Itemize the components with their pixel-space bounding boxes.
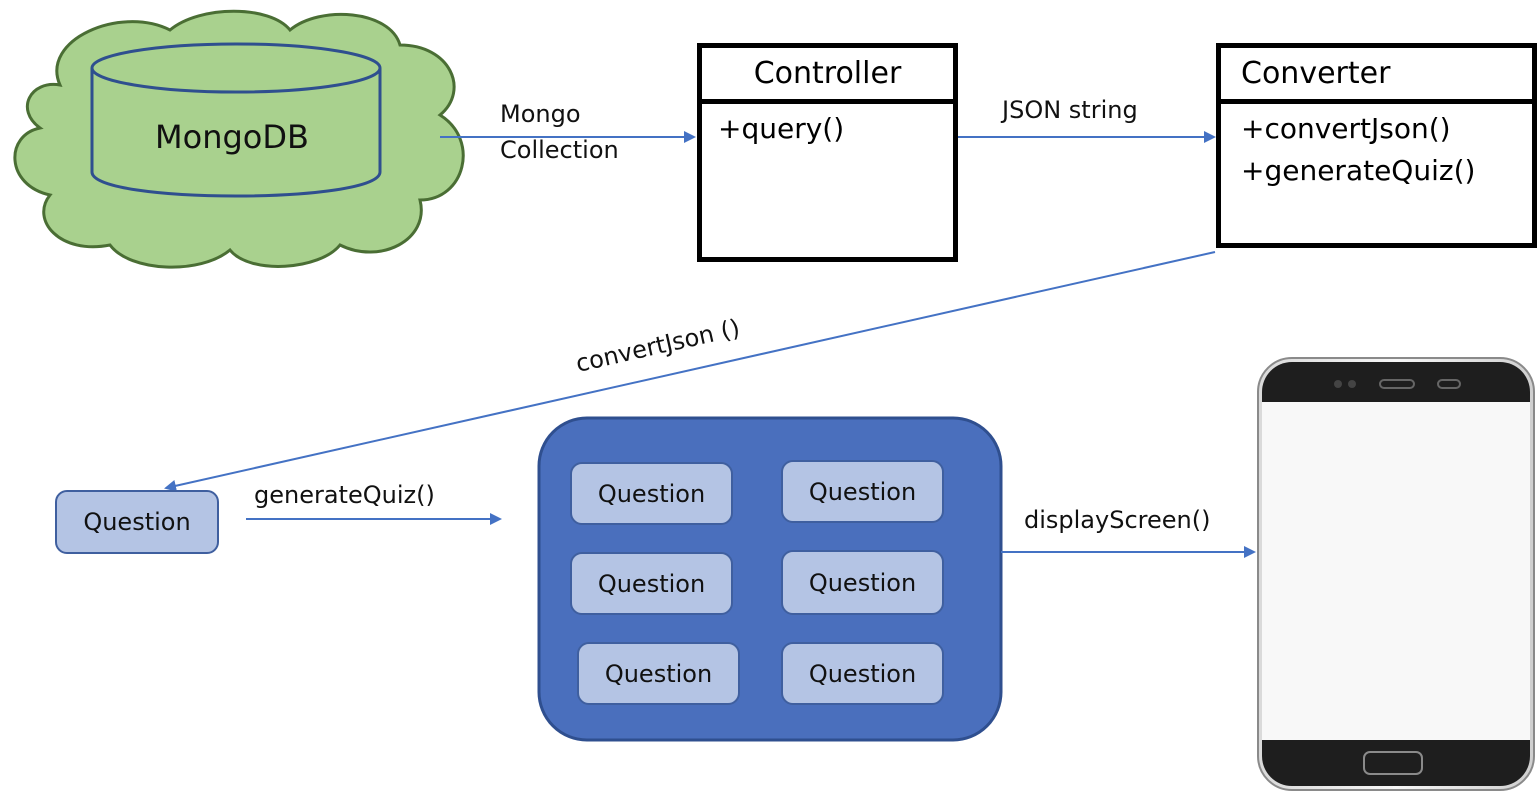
quiz-question: Question bbox=[781, 642, 944, 705]
database-cylinder-icon bbox=[90, 42, 382, 198]
converter-class: Converter +convertJson() +generateQuiz() bbox=[1216, 43, 1537, 248]
edge-converter-question bbox=[164, 251, 1216, 492]
quiz-question: Question bbox=[577, 642, 740, 705]
phone-screen bbox=[1262, 402, 1530, 740]
controller-class: Controller +query() bbox=[697, 43, 958, 262]
edge-label-generatequiz: generateQuiz() bbox=[254, 481, 435, 509]
quiz-question: Question bbox=[781, 550, 944, 615]
method-generatequiz: +generateQuiz() bbox=[1241, 154, 1476, 187]
controller-methods: +query() bbox=[702, 104, 953, 150]
phone-home-button bbox=[1363, 751, 1423, 775]
quiz-question: Question bbox=[570, 552, 733, 615]
edge-label-json-string: JSON string bbox=[1000, 96, 1138, 124]
converter-methods: +convertJson() +generateQuiz() bbox=[1221, 104, 1532, 192]
edge-label-collection: Collection bbox=[500, 136, 619, 164]
question-node: Question bbox=[55, 490, 219, 554]
edge-label-convertjson: convertJson () bbox=[573, 314, 742, 378]
method-convertjson: +convertJson() bbox=[1241, 112, 1451, 145]
converter-title: Converter bbox=[1221, 48, 1532, 104]
controller-title: Controller bbox=[702, 48, 953, 104]
quiz-question: Question bbox=[781, 460, 944, 523]
database-label: MongoDB bbox=[155, 118, 309, 156]
edge-label-mongo: Mongo bbox=[500, 100, 581, 128]
smartphone-icon bbox=[1257, 357, 1535, 791]
quiz-question: Question bbox=[570, 462, 733, 525]
method-query: +query() bbox=[718, 112, 845, 145]
mongodb-cloud: MongoDB bbox=[13, 9, 465, 269]
edge-label-displayscreen: displayScreen() bbox=[1024, 506, 1210, 534]
